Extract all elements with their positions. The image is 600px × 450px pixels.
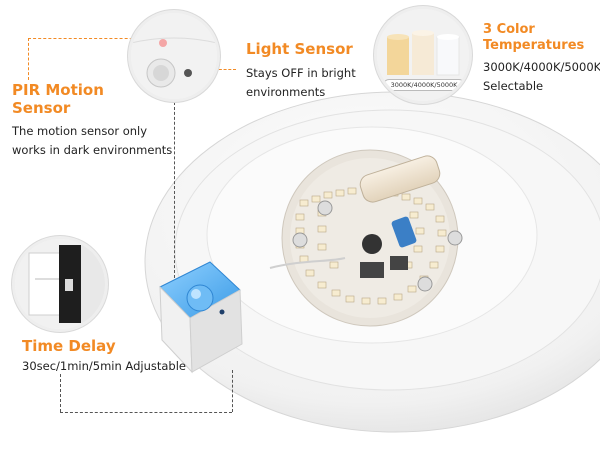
pir-desc-line1: The motion sensor only [12,124,148,138]
color-temperature-swatch-label: 3000K/4000K/5000K [383,79,465,91]
pir-sensor-closeup [128,10,220,102]
time-delay-connector-horizontal [60,412,232,413]
sensor-drop-line [174,102,175,278]
light-sensor-desc-line2: environments [246,85,326,99]
light-sensor-title: Light Sensor [246,40,353,58]
color-temp-desc-line2: Selectable [483,79,544,93]
color-temp-desc-line1: 3000K/4000K/5000K [483,60,600,74]
color-temp-title-line2: Temperatures [483,38,585,53]
pir-desc-line2: works in dark environments [12,143,173,157]
time-delay-desc: 30sec/1min/5min Adjustable [22,359,186,373]
light-sensor-desc-line1: Stays OFF in bright [246,66,356,80]
pir-title-line1: PIR Motion [12,81,104,99]
pir-connector-horizontal [28,38,148,39]
color-temp-title-line1: 3 Color [483,22,535,37]
time-delay-title: Time Delay [22,337,116,355]
light-sensor-connector [200,69,236,70]
box-drop-line [232,370,233,412]
color-temperature-closeup: 3000K/4000K/5000K [374,6,472,104]
pir-title-line2: Sensor [12,99,71,117]
pir-connector-vertical [28,38,29,80]
time-delay-connector-vertical [60,374,61,412]
time-delay-switch-closeup [12,236,108,332]
